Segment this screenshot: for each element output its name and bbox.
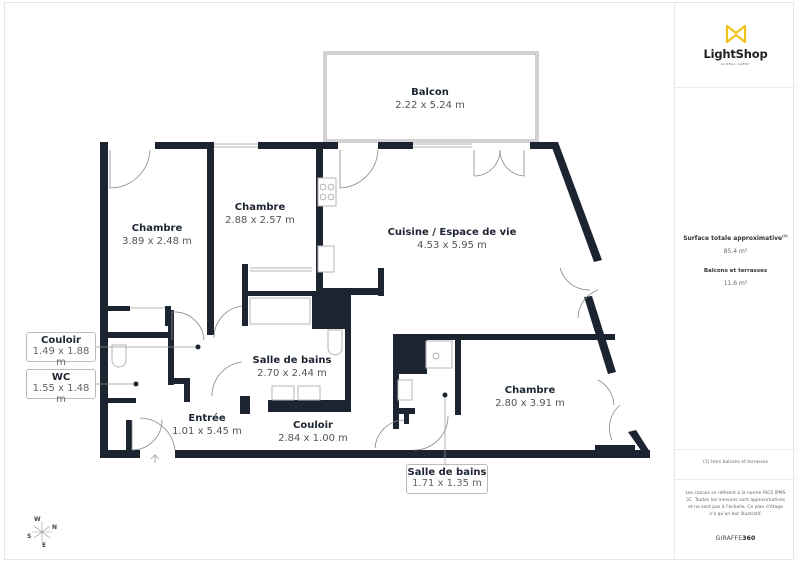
provider-brand: GIRAFFE360 [715, 535, 756, 542]
room-name: Couloir [293, 420, 333, 431]
callout-dots [133, 344, 448, 398]
room-dims: 4.53 x 5.95 m [417, 240, 487, 251]
entrance-arrow-icon [150, 454, 160, 463]
compass-icon: W N S E [22, 512, 62, 552]
info-sidebar: LightShop GLOBAL AGENT Surface totale ap… [674, 2, 796, 560]
room-dims: 3.89 x 2.48 m [122, 236, 192, 247]
room-name: Balcon [411, 87, 449, 98]
footnote-section: (1) Hors balcons et terrasses [675, 450, 796, 480]
callout-salle-de-bains: Salle de bains 1.71 x 1.35 m [406, 464, 488, 494]
callout-name: Salle de bains [407, 467, 487, 478]
logo-text: LightShop [703, 47, 768, 61]
room-labels: Balcon 2.22 x 5.24 m Chambre 3.89 x 2.48… [122, 87, 565, 444]
fixtures [111, 177, 453, 401]
leader-lines [96, 346, 446, 465]
room-dims: 2.88 x 2.57 m [225, 215, 295, 226]
room-name: Chambre [132, 223, 183, 234]
callout-couloir: Couloir 1.49 x 1.88 m [26, 332, 96, 368]
disclaimer-text: Les calculs se réfèrent à la norme RICS … [685, 491, 786, 517]
doors [109, 149, 621, 451]
room-dims: 2.70 x 2.44 m [257, 368, 327, 379]
room-dims: 1.01 x 5.45 m [172, 426, 242, 437]
disclaimer-section: Les calculs se réfèrent à la norme RICS … [675, 480, 796, 560]
balcony-title: Balcons et terrasses [703, 268, 768, 274]
room-name: Chambre [505, 385, 556, 396]
callout-wc: WC 1.55 x 1.48 m [26, 369, 96, 405]
room-dims: 2.84 x 1.00 m [278, 433, 348, 444]
room-name: Salle de bains [253, 355, 332, 366]
compass-w: W [34, 516, 41, 523]
compass-e: E [42, 542, 46, 549]
compass-s: S [27, 533, 31, 540]
lightshop-logo-icon [725, 24, 747, 44]
logo-section: LightShop GLOBAL AGENT [675, 2, 796, 88]
balcony-outline [323, 51, 539, 143]
room-dims: 2.80 x 3.91 m [495, 398, 565, 409]
room-dims: 2.22 x 5.24 m [395, 100, 465, 111]
floor-plan-drawing: Balcon 2.22 x 5.24 m Chambre 3.89 x 2.48… [96, 51, 650, 465]
floor-plan: Balcon 2.22 x 5.24 m Chambre 3.89 x 2.48… [4, 2, 674, 560]
walls [100, 142, 650, 458]
total-area-title: Surface totale approximative(1) [683, 234, 788, 242]
balcony-value: 11.6 m² [723, 280, 748, 287]
callout-dims: 1.71 x 1.35 m [412, 478, 482, 489]
room-name: Chambre [235, 202, 286, 213]
callout-dims: 1.49 x 1.88 m [32, 346, 90, 368]
total-area-value: 85.4 m² [723, 248, 748, 255]
compass-n: N [52, 524, 57, 531]
callout-name: WC [51, 372, 71, 383]
footnote-text: (1) Hors balcons et terrasses [703, 460, 768, 465]
room-name: Entrée [188, 412, 225, 424]
callout-name: Couloir [41, 335, 81, 346]
room-name: Cuisine / Espace de vie [388, 227, 517, 238]
logo-subtitle: GLOBAL AGENT [720, 62, 751, 66]
callout-dims: 1.55 x 1.48 m [32, 383, 90, 405]
page-frame [4, 2, 794, 560]
windows [130, 143, 472, 309]
area-section: Surface totale approximative(1) 85.4 m² … [675, 88, 796, 450]
